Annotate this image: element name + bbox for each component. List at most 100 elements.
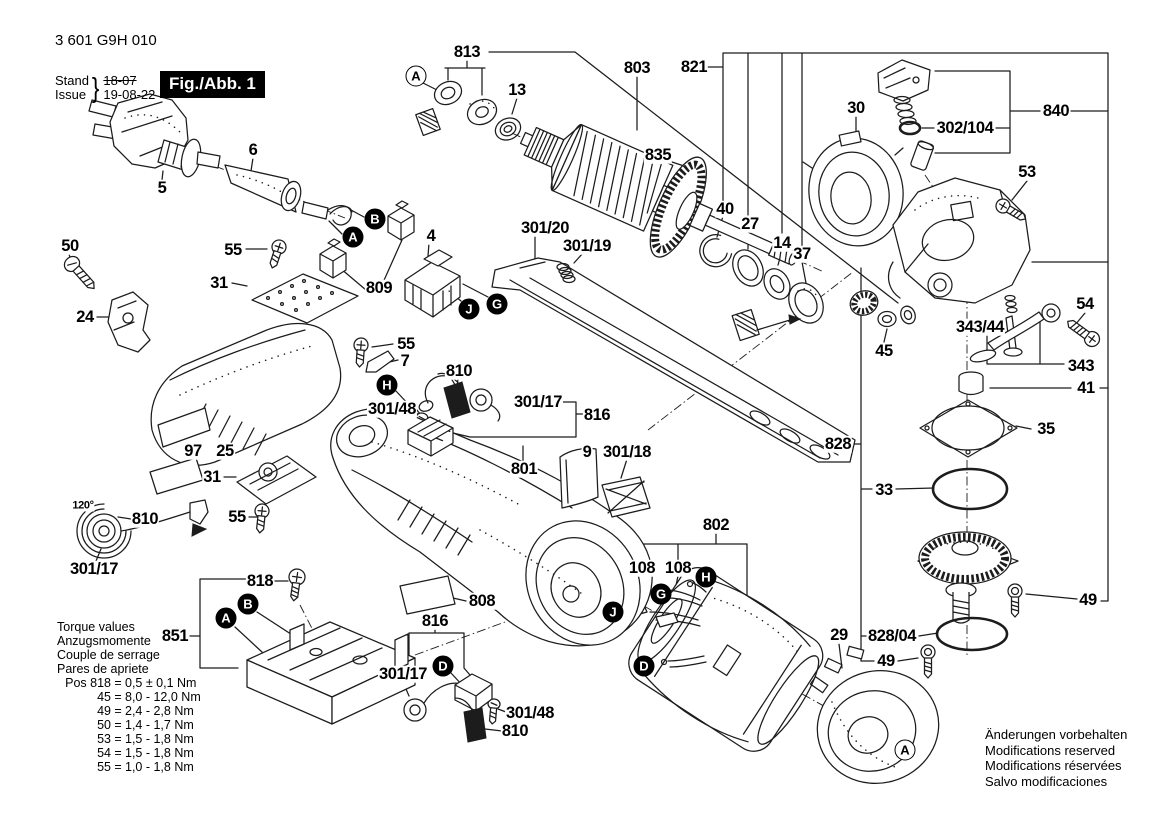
- footer-notice-line: Modifications reserved: [985, 742, 1116, 758]
- clamp-plate: [365, 350, 395, 373]
- stand-label: Stand: [55, 73, 89, 88]
- part-label: 301/17: [68, 559, 120, 578]
- handle-shell: [149, 322, 342, 495]
- part-label: 302/104: [935, 118, 995, 137]
- terminal-blocks: [319, 200, 461, 318]
- torque-title: Torque values: [57, 620, 135, 634]
- torque-cell: 53: [97, 732, 111, 746]
- torque-cell: =: [114, 760, 122, 774]
- part-label: 810: [444, 361, 474, 380]
- part-label: 808: [467, 591, 497, 610]
- screw-55-a: [269, 239, 287, 269]
- screw-818: [288, 568, 306, 602]
- letter-marker-d: D: [633, 655, 655, 677]
- part-label: 55: [227, 507, 247, 526]
- part-label: 55: [396, 334, 416, 353]
- part-label: 816: [420, 611, 450, 630]
- blank-sticker: [149, 457, 204, 495]
- letter-marker-d: D: [432, 655, 454, 677]
- brace-glyph: }: [91, 72, 100, 103]
- screw-53: [995, 198, 1027, 221]
- letter-marker-g: G: [486, 293, 508, 315]
- torque-row: Pos 818=0,5 ± 0,1 Nm: [57, 676, 201, 690]
- part-label: 810: [500, 721, 530, 740]
- part-label: 809: [364, 278, 394, 297]
- old-date: 18-07: [103, 73, 137, 88]
- part-label: 803: [622, 58, 652, 77]
- gear-housing: [887, 177, 1031, 304]
- part-label: 53: [1017, 162, 1037, 181]
- torque-title: Pares de apriete: [57, 662, 149, 676]
- part-label: 828/04: [866, 626, 918, 645]
- letter-marker-g: G: [650, 583, 672, 605]
- screw-55-c: [254, 503, 270, 534]
- torque-cell: 49: [97, 704, 111, 718]
- torque-cell: =: [114, 676, 122, 690]
- power-plug: [88, 93, 221, 178]
- part-label: 851: [160, 626, 190, 645]
- part-label: 27: [740, 214, 760, 233]
- footer-notice-line: Salvo modificaciones: [985, 773, 1108, 789]
- torque-row: 53=1,5 - 1,8 Nm: [57, 732, 201, 746]
- torque-cell: 1,5 - 1,8 Nm: [125, 732, 194, 746]
- torque-cell: =: [114, 732, 122, 746]
- part-label: 802: [701, 515, 731, 534]
- screw-54: [1067, 319, 1101, 348]
- screw-55-b: [353, 337, 369, 368]
- letter-marker-a: A: [894, 739, 916, 761]
- part-label: 35: [1036, 419, 1056, 438]
- part-label: 49: [876, 651, 896, 670]
- part-label: 821: [679, 57, 709, 76]
- cord-guard: [224, 164, 352, 226]
- torque-cell: =: [114, 704, 122, 718]
- part-label: 818: [245, 571, 275, 590]
- part-label: 6: [247, 140, 259, 159]
- part-label: 343/44: [954, 317, 1006, 336]
- letter-marker-b: B: [364, 208, 386, 230]
- part-label: 301/48: [366, 399, 418, 418]
- torque-cell: 0,5 ± 0,1 Nm: [125, 676, 197, 690]
- part-label: 108: [663, 558, 693, 577]
- part-label: 828: [823, 434, 853, 453]
- torque-cell: 54: [97, 746, 111, 760]
- torque-row: 54=1,5 - 1,8 Nm: [57, 746, 201, 760]
- part-label: 301/17: [512, 392, 564, 411]
- mount-bracket: [107, 291, 151, 353]
- part-label: 813: [452, 42, 482, 61]
- torque-cell: 2,4 - 2,8 Nm: [125, 704, 194, 718]
- part-label: 301/17: [377, 664, 429, 683]
- part-label: 840: [1041, 101, 1071, 120]
- shaft-rings: [699, 234, 824, 342]
- part-label: 50: [60, 236, 80, 255]
- letter-marker-h: H: [695, 566, 717, 588]
- part-label: 24: [75, 307, 95, 326]
- screw-50: [63, 255, 95, 290]
- wire-terminal: [655, 612, 679, 628]
- slider-and-pad: [559, 447, 651, 518]
- torque-row: 45=8,0 - 12,0 Nm: [57, 690, 201, 704]
- torque-row: 49=2,4 - 2,8 Nm: [57, 704, 201, 718]
- cover-plate-top: [251, 273, 359, 324]
- part-label: 55: [223, 240, 243, 259]
- armature-drawing: [511, 123, 825, 273]
- part-label: 301/48: [504, 703, 556, 722]
- issue-date: 19-08-22: [103, 87, 156, 102]
- part-label: 301/18: [601, 442, 653, 461]
- part-label: 810: [130, 509, 160, 528]
- part-label: 343: [1066, 356, 1096, 375]
- type-plate: [399, 575, 456, 615]
- letter-marker-a: A: [405, 65, 427, 87]
- torque-row: 55=1,0 - 1,8 Nm: [57, 760, 201, 774]
- air-deflector-ring: [802, 130, 904, 247]
- part-label: 41: [1076, 378, 1096, 397]
- letter-marker-h: H: [376, 374, 398, 396]
- part-label: 54: [1075, 294, 1095, 313]
- motor-housing: [330, 407, 653, 647]
- torque-cell: 8,0 - 12,0 Nm: [125, 690, 201, 704]
- part-label: 14: [772, 233, 792, 252]
- spindle-lock-parts: [849, 290, 1061, 363]
- switch-lever-bar: [491, 257, 856, 463]
